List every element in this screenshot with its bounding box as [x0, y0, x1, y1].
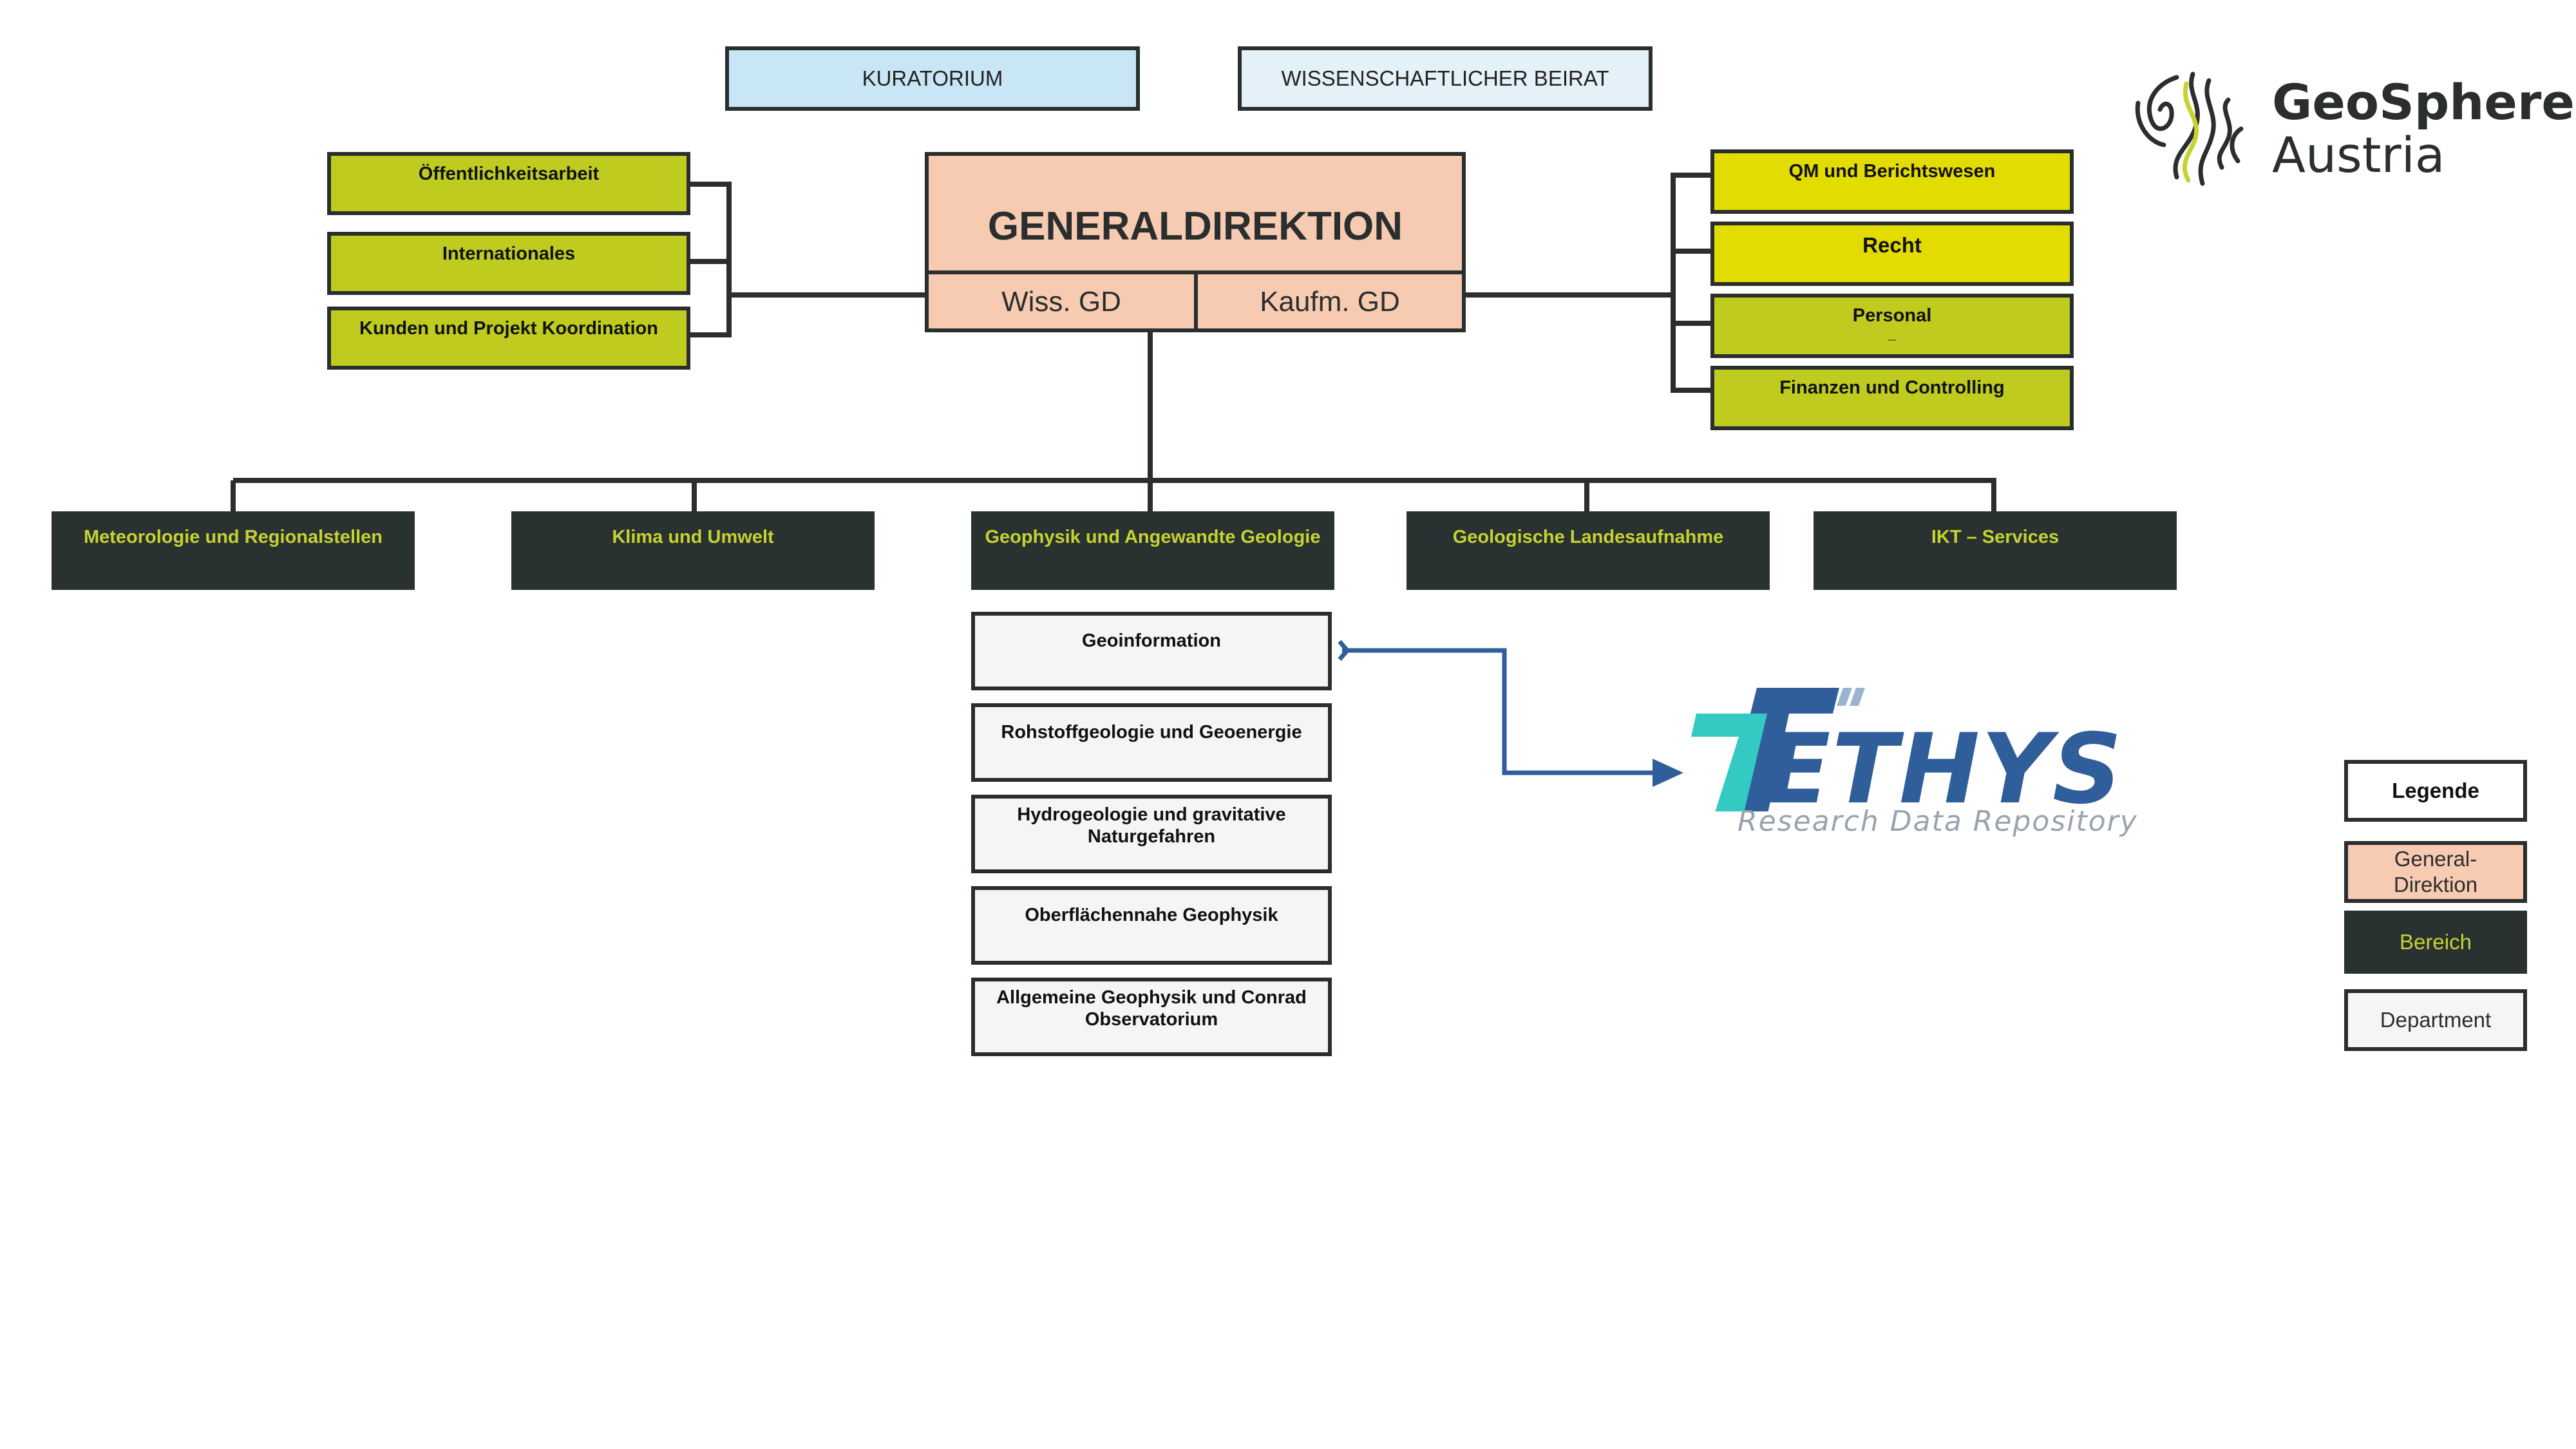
bereich-label: IKT – Services: [1931, 527, 2060, 547]
staff-label: Internationales: [442, 243, 576, 264]
geosphere-logo: GeoSphere Austria: [2132, 64, 2575, 193]
tethys-logo: ETHYS Research Data Repository: [1687, 683, 2138, 850]
bereich-meteorologie: Meteorologie und Regionalstellen: [52, 511, 415, 590]
kaufm-gd-label: Kaufm. GD: [1260, 286, 1400, 317]
staff-label: Finanzen und Controlling: [1779, 377, 2005, 398]
department-rohstoffgeologie: Rohstoffgeologie und Geoenergie: [971, 703, 1332, 782]
kuratorium-box: KURATORIUM: [725, 46, 1140, 111]
legend-gd-label: General- Direktion: [2393, 847, 2478, 896]
bereich-klima-umwelt: Klima und Umwelt: [511, 511, 875, 590]
bereich-landesaufnahme: Geologische Landesaufnahme: [1406, 511, 1770, 590]
department-hydrogeologie: Hydrogeologie und gravitative Naturgefah…: [971, 795, 1332, 873]
department-label: Geoinformation: [1082, 630, 1221, 651]
logo-line2: Austria: [2272, 126, 2445, 184]
beirat-box: WISSENSCHAFTLICHER BEIRAT: [1238, 46, 1653, 111]
department-label: Hydrogeologie und gravitative: [1017, 804, 1286, 825]
department-label: Allgemeine Geophysik und Conrad: [996, 987, 1307, 1008]
bereich-label: Geophysik und Angewandte Geologie: [985, 527, 1321, 547]
staff-finanzen-controlling: Finanzen und Controlling: [1710, 366, 2074, 430]
legend-title: Legende: [2344, 760, 2527, 822]
legend-title-label: Legende: [2392, 779, 2479, 802]
bereich-ikt-services: IKT – Services: [1814, 511, 2177, 590]
wiss-gd-label: Wiss. GD: [1001, 286, 1121, 317]
bereich-label: Geologische Landesaufnahme: [1452, 527, 1724, 547]
staff-label: Personal: [1852, 305, 1932, 326]
legend-bereich-label: Bereich: [2400, 930, 2472, 954]
department-label-2: Observatorium: [1084, 1009, 1218, 1030]
department-label: Rohstoffgeologie und Geoenergie: [1001, 722, 1302, 743]
staff-personal: Personal _: [1710, 294, 2074, 358]
staff-label: QM und Berichtswesen: [1788, 161, 1996, 182]
department-label-2: Naturgefahren: [1087, 826, 1216, 847]
bereich-label: Meteorologie und Regionalstellen: [83, 527, 383, 547]
department-label: Oberflächennahe Geophysik: [1025, 905, 1278, 925]
bereich-label: Klima und Umwelt: [612, 527, 774, 547]
staff-kunden-projekt-koordination: Kunden und Projekt Koordination: [327, 307, 690, 370]
staff-label: Öffentlichkeitsarbeit: [418, 164, 600, 184]
tethys-tagline: Research Data Repository: [1738, 805, 2138, 838]
kuratorium-label: KURATORIUM: [862, 66, 1003, 90]
generaldirektion-box: GENERALDIREKTION Wiss. GD Kaufm. GD: [925, 152, 1466, 332]
legend-bereich: Bereich: [2344, 911, 2527, 974]
staff-extra-mark: _: [1888, 326, 1897, 342]
logo-line1: GeoSphere: [2272, 73, 2575, 131]
staff-qm-berichtswesen: QM und Berichtswesen: [1710, 149, 2074, 214]
gd-split: [1194, 270, 1198, 328]
tethys-t-icon: [1691, 688, 1865, 811]
geosphere-contour-icon: [2135, 71, 2244, 186]
department-allgemeine-geophysik: Allgemeine Geophysik und Conrad Observat…: [971, 978, 1332, 1056]
beirat-label: WISSENSCHAFTLICHER BEIRAT: [1281, 66, 1609, 90]
tethys-name: ETHYS: [1765, 714, 2123, 826]
staff-label: Kunden und Projekt Koordination: [359, 318, 658, 339]
generaldirektion-title: GENERALDIREKTION: [987, 204, 1403, 249]
staff-label: Recht: [1862, 233, 1922, 257]
legend-department-label: Department: [2380, 1008, 2492, 1032]
staff-oeffentlichkeitsarbeit: Öffentlichkeitsarbeit: [327, 152, 690, 215]
department-oberflaechennahe-geophysik: Oberflächennahe Geophysik: [971, 886, 1332, 965]
legend-generaldirektion: General- Direktion: [2344, 841, 2527, 903]
bereich-geophysik-geologie: Geophysik und Angewandte Geologie: [971, 511, 1334, 590]
staff-recht: Recht: [1710, 222, 2074, 286]
staff-internationales: Internationales: [327, 232, 690, 295]
legend-department: Department: [2344, 989, 2527, 1051]
department-geoinformation: Geoinformation: [971, 612, 1332, 690]
